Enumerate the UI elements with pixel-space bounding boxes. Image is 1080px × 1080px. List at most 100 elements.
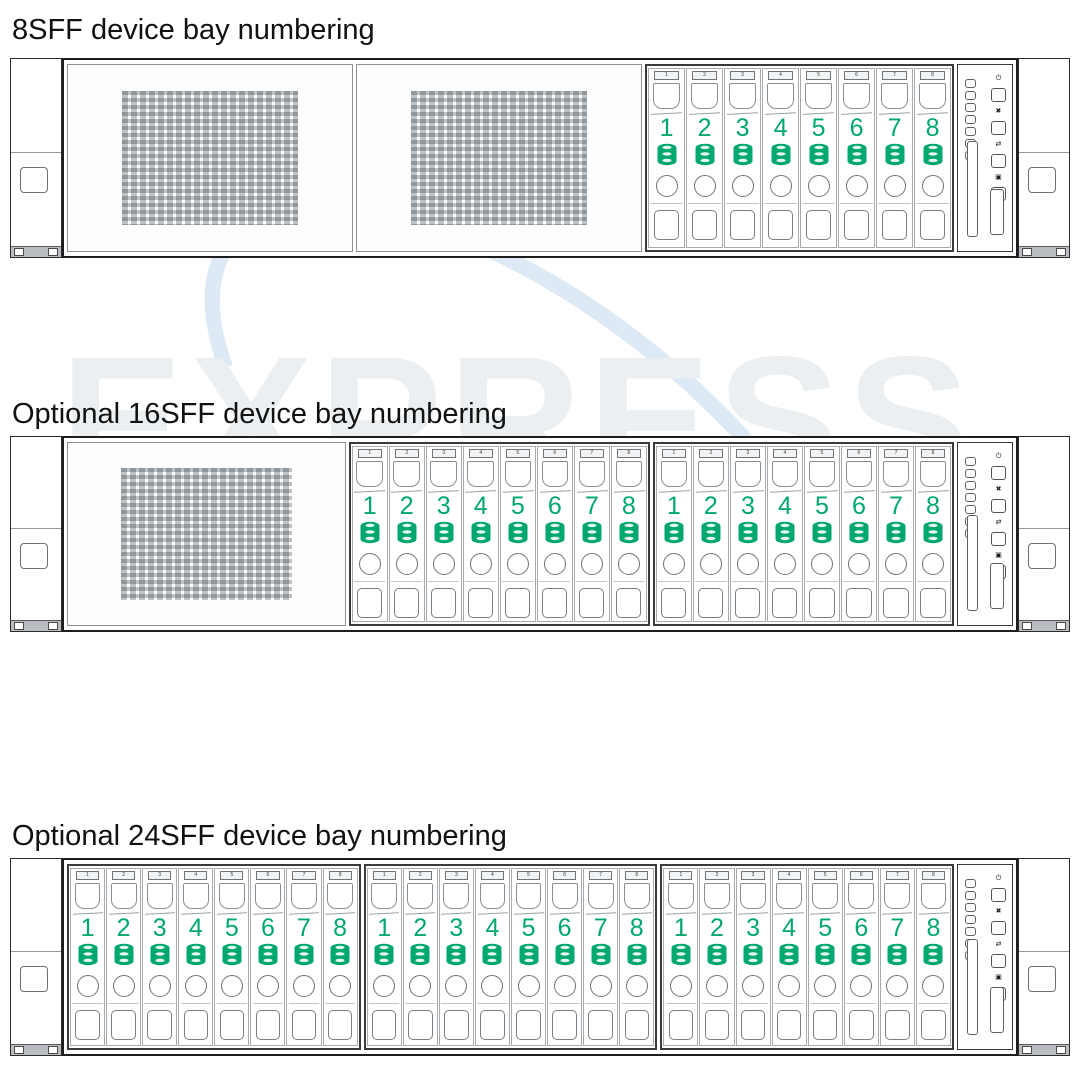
- drive-latch-icon[interactable]: [110, 883, 137, 909]
- drive-latch-icon[interactable]: [146, 883, 173, 909]
- rack-latch-button[interactable]: [1028, 543, 1056, 569]
- rack-ear-left[interactable]: [10, 58, 62, 258]
- health-status-button[interactable]: [990, 121, 1006, 135]
- blank-filler-panel[interactable]: [67, 442, 346, 626]
- drive-latch-icon[interactable]: [623, 883, 650, 909]
- drive-latch-icon[interactable]: [371, 883, 398, 909]
- drive-latch-icon[interactable]: [551, 883, 578, 909]
- drive-latch-icon[interactable]: [615, 461, 643, 487]
- control-panel[interactable]: ⏻✖⇄▣: [957, 442, 1014, 626]
- drive-latch-icon[interactable]: [541, 461, 569, 487]
- drive-latch-icon[interactable]: [845, 461, 873, 487]
- drive-latch-icon[interactable]: [291, 883, 317, 909]
- control-button-group[interactable]: ⏻✖⇄▣: [991, 453, 1007, 579]
- control-panel[interactable]: ⏻✖⇄▣: [957, 864, 1014, 1050]
- drive-latch-icon[interactable]: [884, 883, 911, 909]
- power-button[interactable]: [991, 888, 1007, 902]
- drive-latch-icon[interactable]: [734, 461, 762, 487]
- health-status-button[interactable]: [991, 921, 1007, 935]
- drive-latch-icon[interactable]: [704, 883, 730, 909]
- drive-latch-icon[interactable]: [882, 461, 910, 487]
- drive-latch-icon[interactable]: [652, 83, 681, 109]
- drive-latch-icon[interactable]: [848, 883, 875, 909]
- drive-latch-icon[interactable]: [880, 83, 909, 109]
- rack-ear-left[interactable]: [10, 858, 62, 1056]
- drive-latch-icon[interactable]: [327, 883, 353, 909]
- drive-latch-icon[interactable]: [766, 83, 795, 109]
- rack-ear-left[interactable]: [10, 436, 62, 632]
- usb-port-icon[interactable]: [967, 515, 979, 611]
- drive-latch-icon[interactable]: [690, 83, 719, 109]
- drive-latch-icon[interactable]: [771, 461, 799, 487]
- drive-latch-icon[interactable]: [393, 461, 420, 487]
- usb-port-icon[interactable]: [967, 939, 979, 1035]
- rack-latch-button[interactable]: [1028, 167, 1056, 193]
- drive-latch-icon[interactable]: [918, 83, 947, 109]
- blank-filler-panel[interactable]: [356, 64, 643, 252]
- drive-latch-icon[interactable]: [74, 883, 101, 909]
- drive-latch-icon[interactable]: [443, 883, 470, 909]
- control-button-group[interactable]: ⏻✖⇄▣: [991, 875, 1007, 1001]
- drive-latch-icon[interactable]: [515, 883, 542, 909]
- drive-latch-icon[interactable]: [578, 461, 606, 487]
- drive-latch-icon[interactable]: [842, 83, 871, 109]
- drive-latch-icon[interactable]: [504, 461, 532, 487]
- drive-latch-icon[interactable]: [479, 883, 506, 909]
- drive-latch-icon[interactable]: [587, 883, 614, 909]
- vga-port-icon[interactable]: [990, 563, 1005, 609]
- drive-latch-icon[interactable]: [920, 883, 947, 909]
- drive-latch-icon[interactable]: [467, 461, 495, 487]
- drive-latch-icon[interactable]: [808, 461, 836, 487]
- drive-latch-icon[interactable]: [218, 883, 245, 909]
- rack-latch-button[interactable]: [20, 966, 48, 992]
- rack-ear-right[interactable]: [1018, 858, 1070, 1056]
- rack-latch-button[interactable]: [1028, 966, 1056, 992]
- rack-ear-right[interactable]: [1018, 436, 1070, 632]
- drive-latch-icon[interactable]: [356, 461, 383, 487]
- vga-port-icon[interactable]: [989, 189, 1004, 235]
- drive-latch-icon[interactable]: [776, 883, 803, 909]
- power-button[interactable]: [990, 88, 1006, 102]
- power-button[interactable]: [991, 466, 1007, 480]
- drive-latch-icon[interactable]: [255, 883, 281, 909]
- drive-latch-icon[interactable]: [667, 883, 694, 909]
- drive-latch-icon[interactable]: [182, 883, 209, 909]
- control-button-group[interactable]: ⏻✖⇄▣: [990, 75, 1006, 201]
